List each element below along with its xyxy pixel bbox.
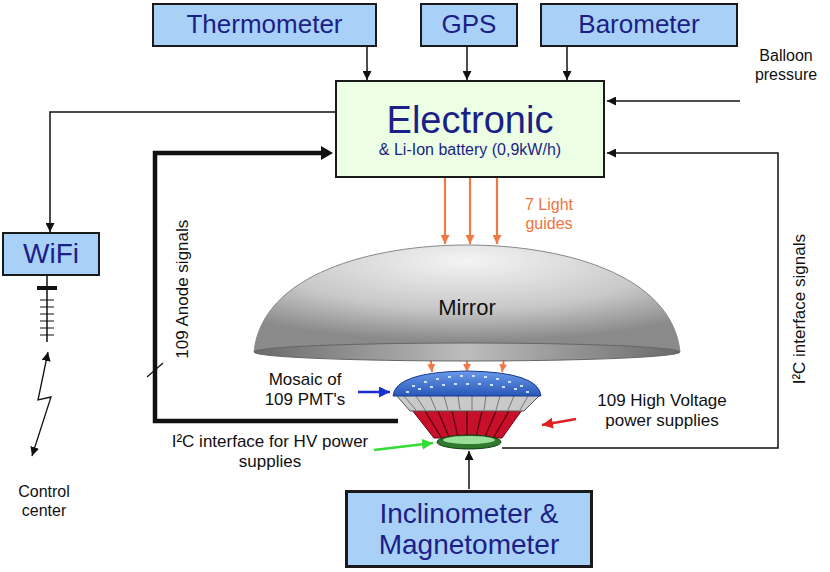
antenna-bar xyxy=(37,286,57,290)
sensor-box: GPS xyxy=(420,3,518,47)
node-title: Thermometer xyxy=(186,10,342,39)
pmt-tube-lines xyxy=(404,396,528,410)
node-title: Electronic xyxy=(387,99,554,142)
radio-link xyxy=(32,352,51,456)
light-guide xyxy=(444,178,446,244)
place-label: Control center xyxy=(2,482,86,520)
signal-label: I²C interface signals xyxy=(790,199,810,419)
signal-connector xyxy=(466,47,468,80)
sensor-box: Barometer xyxy=(540,3,738,47)
callout-arrow xyxy=(374,443,433,450)
hv-interface-top xyxy=(443,436,495,444)
light-guide xyxy=(496,178,498,244)
sensor-box: Inclinometer & Magnetometer xyxy=(345,490,593,568)
mirror-dome: Mirror xyxy=(252,244,682,362)
callout-arrow xyxy=(542,419,576,425)
node-subtitle: & Li-Ion battery (0,9kW/h) xyxy=(379,141,561,159)
node-title: Mirror xyxy=(438,296,495,321)
part-label: I²C interface for HV power supplies xyxy=(168,432,372,473)
node-title: Barometer xyxy=(578,10,699,39)
pmt-mosaic xyxy=(393,371,541,396)
light-guide-label: 7 Light guides xyxy=(512,195,586,233)
mirror-rim xyxy=(254,343,680,361)
sensor-box: Thermometer xyxy=(152,3,377,47)
pmt-tubes xyxy=(396,395,540,411)
antenna-mast xyxy=(46,276,48,342)
signal-connector xyxy=(50,112,335,232)
wifi-box: WiFi xyxy=(2,232,100,276)
node-title: WiFi xyxy=(23,238,79,269)
bus-slash xyxy=(147,363,163,377)
mirror-surface xyxy=(254,245,680,352)
pressure-arrow xyxy=(607,100,740,102)
hv-supplies xyxy=(412,410,522,438)
antenna-ticks xyxy=(40,300,54,335)
anode-bus-head xyxy=(321,146,333,160)
sensor-arrow xyxy=(468,451,470,489)
hv-supply-gaps xyxy=(425,411,509,437)
signal-connector xyxy=(366,47,368,80)
input-label: Balloon pressure xyxy=(742,46,830,84)
part-label: Mosaic of 109 PMT's xyxy=(254,370,356,411)
node-title: GPS xyxy=(442,10,497,39)
callout-arrow xyxy=(358,391,390,394)
hv-interface-board xyxy=(437,435,501,449)
part-label: 109 High Voltage power supplies xyxy=(574,391,750,432)
pmt-dots xyxy=(406,376,529,392)
signal-label: 109 Anode signals xyxy=(173,189,193,389)
signal-connector xyxy=(566,47,568,80)
light-guide xyxy=(469,178,471,244)
node-title: Inclinometer & Magnetometer xyxy=(348,498,590,561)
electronics-box: Electronic& Li-Ion battery (0,9kW/h) xyxy=(335,80,605,178)
